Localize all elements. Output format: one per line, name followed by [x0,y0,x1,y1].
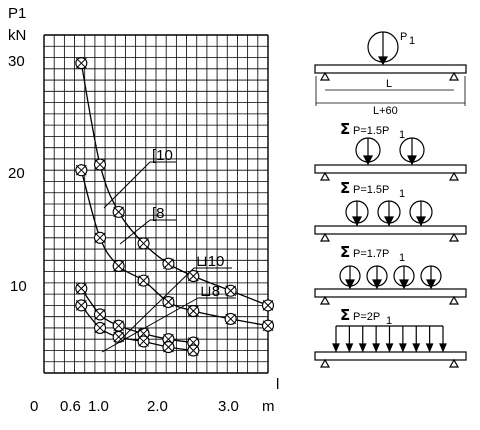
curve-label-text: ⊔10 [196,253,224,270]
x-axis-unit: m [262,398,275,415]
curve-label-text: ⊔8 [200,283,220,300]
beam [314,351,467,361]
y-axis-label: P1 [8,5,26,22]
data-point [162,257,175,270]
scheme3-equation: P=1.5P [353,184,389,196]
scheme3-sub: 1 [399,188,405,200]
data-point [93,321,107,334]
data-point [187,304,200,318]
distributed-arrows [332,326,447,353]
scheme4-sub: 1 [399,252,405,264]
support-left [319,358,331,368]
chart: P1 kN l m 10 20 30 0 0.6 1.0 2.0 3.0 [10… [8,5,279,415]
curve-label-text: [8 [152,205,165,222]
data-point [261,319,275,332]
scheme1-total-label: L+60 [373,105,398,117]
udl-arrowhead [425,343,434,353]
chart-markers [75,57,275,357]
udl-arrowhead [332,343,340,353]
curve-label-channel-10: [10 [103,147,176,209]
data-point [224,312,237,325]
scheme-four-loads [314,265,467,305]
data-point [75,57,88,70]
data-point [224,284,237,297]
curve-label-box-8: ⊔8 [101,283,236,353]
y-tick-10: 10 [10,278,27,295]
chart-grid [43,34,269,374]
scheme5-sub: 1 [386,315,392,327]
scheme4-sigma: Σ [340,243,350,261]
scheme2-equation: P=1.5P [353,125,389,137]
scheme2-sigma: Σ [340,120,350,138]
scheme-two-loads [314,137,467,181]
support-right [448,232,460,242]
data-point [162,341,175,354]
data-point [137,274,150,287]
udl-arrowhead [358,343,367,353]
data-point [75,299,88,312]
scheme5-equation: P=2P [353,311,380,323]
data-point [261,299,275,312]
data-point [112,205,125,218]
data-point [75,282,88,295]
udl-arrowhead [385,343,394,353]
support-left [319,232,331,242]
data-point [187,344,200,357]
udl-arrowhead [345,343,354,353]
scheme1-span-label: L [386,78,392,90]
curve-label-channel-8: [8 [119,205,176,245]
scheme5-sigma: Σ [340,306,350,324]
beam [314,164,467,174]
data-point [75,164,88,177]
support-right [448,358,460,368]
beam [314,64,467,74]
support-right [448,171,460,181]
udl-arrowhead [412,343,421,353]
data-point [93,231,107,244]
x-tick-1-0: 1.0 [88,398,109,415]
support-left [319,71,331,81]
series-line-0 [80,63,269,307]
support-right [448,71,460,81]
y-axis-unit: kN [8,27,26,44]
scheme1-load-label: P [400,31,407,43]
y-tick-30: 30 [8,53,25,70]
scheme-single-load [314,31,467,106]
x-tick-2-0: 2.0 [147,398,168,415]
data-point [162,295,175,309]
scheme2-sub: 1 [399,129,405,141]
scheme3-sigma: Σ [340,179,350,197]
data-point [137,335,150,348]
curve-label-text: [10 [152,147,173,164]
support-right [448,295,460,305]
y-tick-20: 20 [8,165,25,182]
scheme-distributed-load [314,325,467,368]
data-point [112,259,125,273]
udl-arrowhead [398,343,407,353]
beam [314,288,467,298]
data-point [112,319,125,332]
scheme4-equation: P=1.7P [353,248,389,260]
scheme1-load-sub: 1 [409,35,415,47]
support-left [319,295,331,305]
udl-arrowhead [372,343,381,353]
beam [314,225,467,235]
data-point [93,158,107,171]
x-tick-3-0: 3.0 [218,398,239,415]
udl-arrowhead [439,343,447,353]
x-tick-0-6: 0.6 [60,398,81,415]
x-tick-0: 0 [30,398,38,415]
data-point [187,270,200,283]
arrowhead [377,56,389,66]
curve-label-box-10: ⊔10 [117,253,232,343]
scheme-three-loads [314,200,467,242]
support-left [319,171,331,181]
data-point [93,308,107,321]
x-axis-label: l [276,376,279,393]
data-point [137,237,150,250]
chart-curves [80,63,269,352]
load-schemes: P 1 L L+60 Σ P=1.5P 1 Σ [314,31,467,368]
